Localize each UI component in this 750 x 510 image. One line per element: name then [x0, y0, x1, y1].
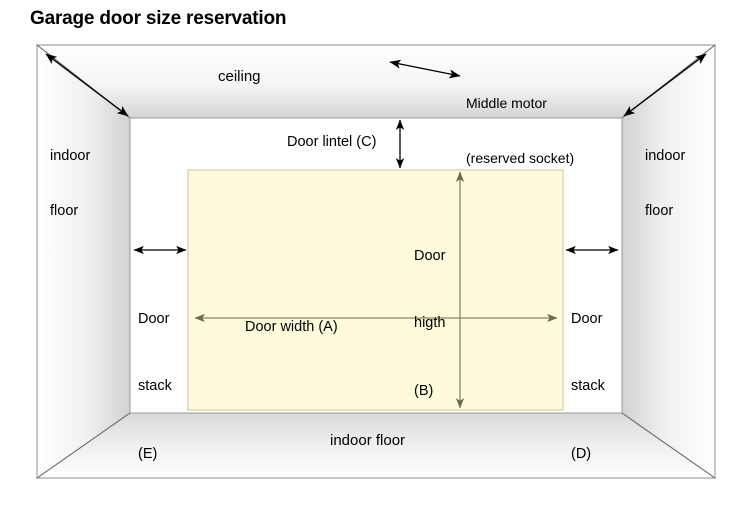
- garage-perspective-svg: [35, 43, 717, 479]
- door-stack-left-label-line3: (E): [138, 445, 158, 462]
- diagram-canvas: Garage door size reservation: [30, 8, 717, 479]
- right-wall-surface: [621, 43, 716, 479]
- indoor-floor-left-label-line2: floor: [50, 202, 79, 219]
- door-height-label-line3: (B): [414, 382, 434, 399]
- middle-motor-label-line2: (reserved socket): [466, 149, 575, 166]
- perspective-diagonal-bl: [36, 412, 131, 479]
- indoor-floor-left-label: indoor floor: [50, 111, 90, 256]
- indoor-floor-right-label-line1: indoor: [645, 148, 686, 165]
- middle-motor-label: Middle motor (reserved socket): [466, 58, 574, 204]
- ceiling-surface: [35, 44, 717, 119]
- indoor-floor-right-arrow: [623, 53, 707, 117]
- perspective-diagonal-br: [621, 412, 716, 479]
- door-stack-left-label: Door stack (E): [138, 263, 172, 510]
- door-width-label: Door width (A): [245, 319, 338, 335]
- middle-motor-arrow: [389, 59, 461, 79]
- indoor-floor-bottom-label: indoor floor: [330, 432, 406, 449]
- middle-motor-label-line1: Middle motor: [466, 95, 547, 112]
- ceiling-label: ceiling: [218, 68, 261, 85]
- indoor-floor-right-label: indoor floor: [645, 111, 685, 256]
- garage-door-panel: [187, 169, 564, 411]
- door-height-label: Door higth (B): [414, 200, 445, 447]
- door-stack-right-label-line3: (D): [571, 445, 592, 462]
- door-stack-right-label: Door stack (D): [571, 263, 605, 510]
- left-wall-surface: [36, 43, 131, 479]
- door-lintel-label: Door lintel (C): [287, 134, 377, 150]
- indoor-floor-left-label-line1: indoor: [50, 148, 91, 165]
- page-title: Garage door size reservation: [30, 8, 287, 29]
- indoor-floor-right-label-line2: floor: [645, 202, 674, 219]
- door-height-label-line1: Door: [414, 247, 446, 264]
- room-outer-frame: [36, 44, 716, 479]
- indoor-floor-left-arrow: [45, 53, 129, 117]
- door-stack-left-label-line2: stack: [138, 378, 172, 395]
- door-stack-left-label-line1: Door: [138, 310, 170, 327]
- door-stack-right-label-line2: stack: [571, 378, 605, 395]
- door-stack-right-label-line1: Door: [571, 310, 603, 327]
- door-height-label-line2: higth: [414, 315, 446, 332]
